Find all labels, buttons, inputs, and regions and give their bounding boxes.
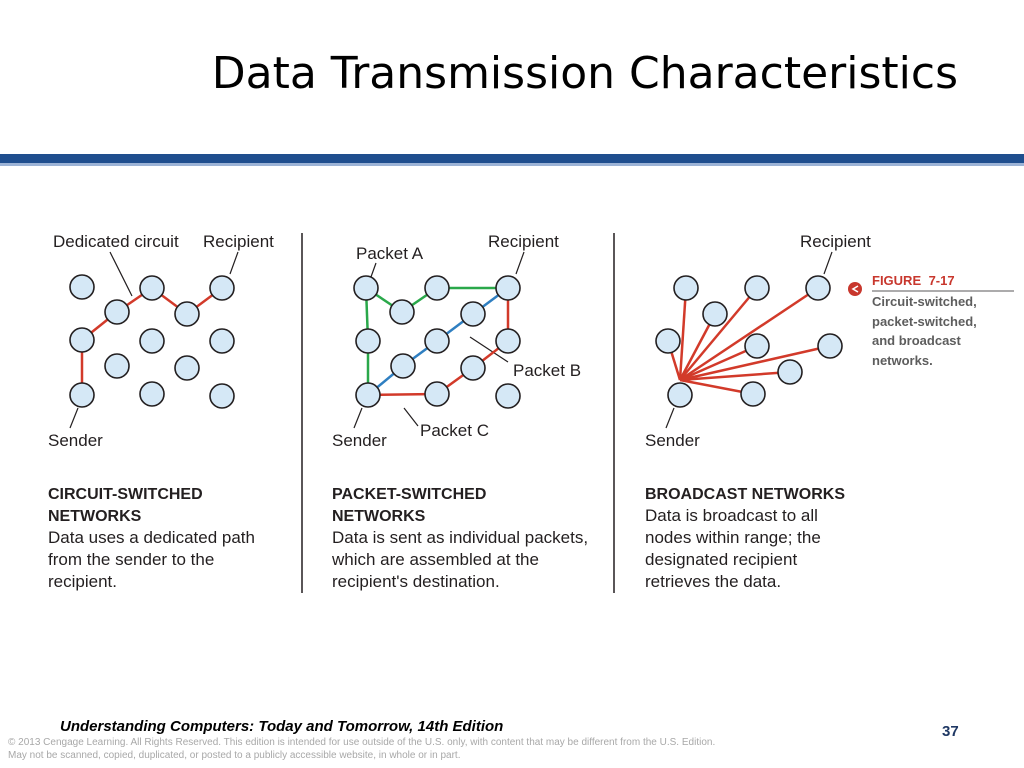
network-node [139,328,165,354]
network-node [355,328,381,354]
network-node [174,355,200,381]
figure-caption-text: networks. [872,353,933,368]
network-node [69,327,95,353]
network-node [104,299,130,325]
recipient-node [209,275,235,301]
packet-a-label: Packet A [356,244,424,263]
network-node [460,301,486,327]
recipient-label: Recipient [488,232,559,251]
network-node [744,333,770,359]
packet-switched-description: which are assembled at the [331,550,539,569]
network-node [495,383,521,409]
network-node [174,301,200,327]
recipient-label: Recipient [203,232,274,251]
figure-caption-text: Circuit-switched, [872,294,977,309]
figure-number: 7-17 [929,273,955,288]
packet-switched-heading: PACKET-SWITCHED [332,486,486,503]
sender-node [69,382,95,408]
sender-node [667,382,693,408]
copyright-line: May not be scanned, copied, duplicated, … [8,750,461,761]
network-node [424,381,450,407]
circuit-switched-heading: NETWORKS [48,508,142,525]
network-node [139,275,165,301]
network-node [702,301,728,327]
figure-caption-text: packet-switched, [872,314,977,329]
title-accent-bar [0,154,1024,163]
figure-keyword: FIGURE [872,273,921,288]
packet-b-label: Packet B [513,361,581,380]
circuit-switched-description: from the sender to the [48,550,214,569]
figure-caption-text: and broadcast [872,333,962,348]
recipient-node [805,275,831,301]
broadcast-description: designated recipient [645,550,797,569]
network-node [655,328,681,354]
copyright-line: © 2013 Cengage Learning. All Rights Rese… [8,737,716,748]
dedicated-circuit-label: Dedicated circuit [53,232,179,251]
broadcast-description: Data is broadcast to all [645,506,818,525]
sender-label: Sender [332,431,387,450]
network-node [209,383,235,409]
figure-arrow-glyph [851,285,859,293]
recipient-label: Recipient [800,232,871,251]
circuit-switched-heading: CIRCUIT-SWITCHED [48,486,203,503]
network-node [495,328,521,354]
network-node [673,275,699,301]
packet-switched-panel: Packet A Recipient Packet B Packet C Sen… [331,232,588,591]
network-node [777,359,803,385]
figure-caption: FIGURE 7-17 Circuit-switched, packet-swi… [848,272,1014,368]
packet-c-label: Packet C [420,421,489,440]
network-node [424,275,450,301]
slide-title: Data Transmission Characteristics [211,48,958,99]
broadcast-heading: BROADCAST NETWORKS [645,486,845,503]
packet-switched-description: recipient's destination. [332,572,500,591]
circuit-switched-description: recipient. [48,572,117,591]
svg-text:FIGURE 7-17: FIGURE 7-17 [872,272,955,289]
title-accent-bar-light [0,163,1024,166]
page-number: 37 [942,723,959,740]
sender-label: Sender [645,431,700,450]
broadcast-description: nodes within range; the [645,528,821,547]
network-node [740,381,766,407]
network-node [390,353,416,379]
figure-arrow-icon [848,282,862,296]
packet-switched-heading: NETWORKS [332,508,426,525]
network-types-diagram: Dedicated circuit Recipient Sender CIRCU… [48,232,1014,593]
broadcast-description: retrieves the data. [645,572,781,591]
network-node [744,275,770,301]
network-node [389,299,415,325]
network-node [69,274,95,300]
broadcast-rays [666,286,831,396]
circuit-switched-panel: Dedicated circuit Recipient Sender CIRCU… [48,232,274,591]
network-node [209,328,235,354]
network-node [817,333,843,359]
recipient-node [495,275,521,301]
network-node [104,353,130,379]
circuit-switched-description: Data uses a dedicated path [48,528,255,547]
broadcast-panel: Recipient Sender BROADCAST NETWORKS Data… [645,232,871,591]
sender-label: Sender [48,431,103,450]
network-node [424,328,450,354]
copyright-notice: © 2013 Cengage Learning. All Rights Rese… [8,736,888,762]
network-node [460,355,486,381]
network-node [353,275,379,301]
sender-node [355,382,381,408]
packet-switched-description: Data is sent as individual packets, [332,528,588,547]
network-node [139,381,165,407]
footer-book-title: Understanding Computers: Today and Tomor… [60,718,504,735]
